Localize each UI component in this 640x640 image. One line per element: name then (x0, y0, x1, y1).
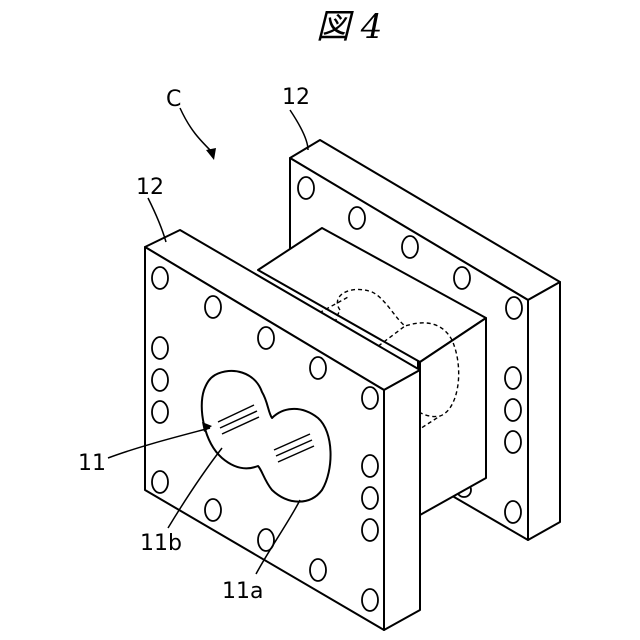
figure-title: 図 4 (316, 7, 382, 47)
label-bore: 11 (78, 451, 106, 476)
front-flange-leader (148, 198, 166, 242)
bolt-hole (402, 236, 418, 258)
bolt-hole (205, 296, 221, 318)
bolt-hole (362, 589, 378, 611)
bolt-hole (362, 387, 378, 409)
bolt-hole (298, 177, 314, 199)
bolt-hole (505, 399, 521, 421)
bolt-hole (152, 337, 168, 359)
bolt-hole (349, 207, 365, 229)
bolt-hole (505, 367, 521, 389)
bolt-hole (152, 369, 168, 391)
bolt-hole (362, 455, 378, 477)
bolt-hole (152, 401, 168, 423)
arrowhead-icon (206, 148, 216, 160)
rear-flange-leader (290, 110, 308, 150)
bolt-hole (152, 267, 168, 289)
label-assembly: C (166, 87, 181, 112)
bolt-hole (205, 499, 221, 521)
bolt-hole (362, 519, 378, 541)
label-rear-flange: 12 (282, 85, 310, 110)
bolt-hole (258, 327, 274, 349)
bolt-hole (454, 267, 470, 289)
bolt-hole (506, 297, 522, 319)
bolt-hole (310, 357, 326, 379)
label-front-flange: 12 (136, 175, 164, 200)
front-flange-side-face (384, 370, 420, 630)
rear-flange-side-face (528, 282, 560, 540)
assembly-leader (180, 108, 212, 152)
label-cylinder: 11a (222, 579, 263, 604)
bolt-hole (362, 487, 378, 509)
bolt-hole (152, 471, 168, 493)
bolt-hole (310, 559, 326, 581)
bolt-hole (505, 501, 521, 523)
bolt-hole (505, 431, 521, 453)
label-groove: 11b (140, 531, 182, 556)
